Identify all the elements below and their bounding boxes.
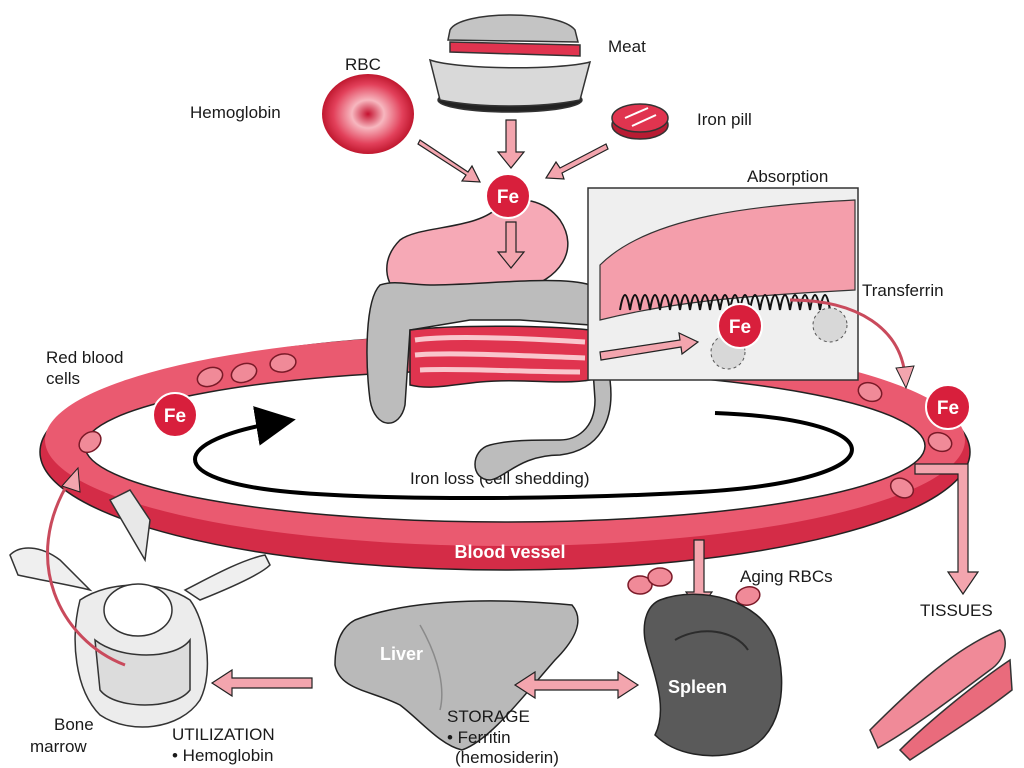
tissues-arrow bbox=[914, 463, 980, 596]
storage-exchange-arrow bbox=[513, 670, 640, 700]
absorption-label: Absorption bbox=[747, 167, 828, 186]
absorption-inset bbox=[587, 187, 859, 381]
blood-vessel-label: Blood vessel bbox=[454, 542, 565, 562]
storage-item-1: • Ferritin bbox=[447, 728, 511, 747]
spleen-label: Spleen bbox=[668, 677, 727, 697]
svg-text:Fe: Fe bbox=[729, 317, 751, 338]
aging-rbcs bbox=[627, 567, 761, 606]
intake-arrows bbox=[417, 119, 609, 269]
marrow-to-vessel-arrow bbox=[46, 466, 126, 667]
svg-text:Fe: Fe bbox=[497, 187, 519, 208]
utilization-item: • Hemoglobin bbox=[172, 746, 273, 765]
iron-pill-label: Iron pill bbox=[697, 110, 752, 129]
storage-label: STORAGE bbox=[447, 707, 530, 726]
utilization-label: UTILIZATION bbox=[172, 725, 275, 744]
transferrin-arrow bbox=[789, 298, 915, 390]
bone-marrow-label-1: Bone bbox=[54, 715, 94, 734]
svg-text:Fe: Fe bbox=[937, 398, 959, 419]
digestive-tract bbox=[366, 199, 612, 481]
red-blood-cells-label-2: cells bbox=[46, 369, 80, 388]
meat-icon bbox=[428, 14, 592, 113]
fe-badge-vessel: Fe bbox=[152, 392, 198, 438]
liver-organ bbox=[334, 600, 579, 751]
iron-loss-arrow bbox=[193, 406, 854, 500]
fe-badge-intake: Fe bbox=[485, 173, 531, 219]
muscle-tissue-icon bbox=[869, 629, 1013, 761]
svg-text:Fe: Fe bbox=[164, 406, 186, 427]
liver-label: Liver bbox=[380, 644, 423, 664]
iron-loss-label: Iron loss (cell shedding) bbox=[410, 469, 590, 488]
red-blood-cells-label-1: Red blood bbox=[46, 348, 124, 367]
storage-item-2: (hemosiderin) bbox=[455, 748, 559, 767]
vessel-red-blood-cells bbox=[78, 353, 953, 499]
fe-badge-transferrin: Fe bbox=[925, 384, 971, 430]
transferrin-label: Transferrin bbox=[862, 281, 944, 300]
utilization-arrow bbox=[210, 668, 313, 698]
bone-marrow-label-2: marrow bbox=[30, 737, 87, 756]
spleen-organ bbox=[643, 593, 783, 757]
rbc-label: RBC bbox=[345, 55, 381, 74]
absorption-arrow bbox=[599, 331, 700, 361]
hemoglobin-label: Hemoglobin bbox=[190, 103, 281, 122]
aging-rbcs-label: Aging RBCs bbox=[740, 567, 833, 586]
tissues-label: TISSUES bbox=[920, 601, 993, 620]
meat-label: Meat bbox=[608, 37, 646, 56]
iron-pill-icon bbox=[611, 103, 669, 140]
fe-badge-absorption: Fe bbox=[717, 303, 763, 349]
rbc-icon bbox=[322, 74, 414, 154]
